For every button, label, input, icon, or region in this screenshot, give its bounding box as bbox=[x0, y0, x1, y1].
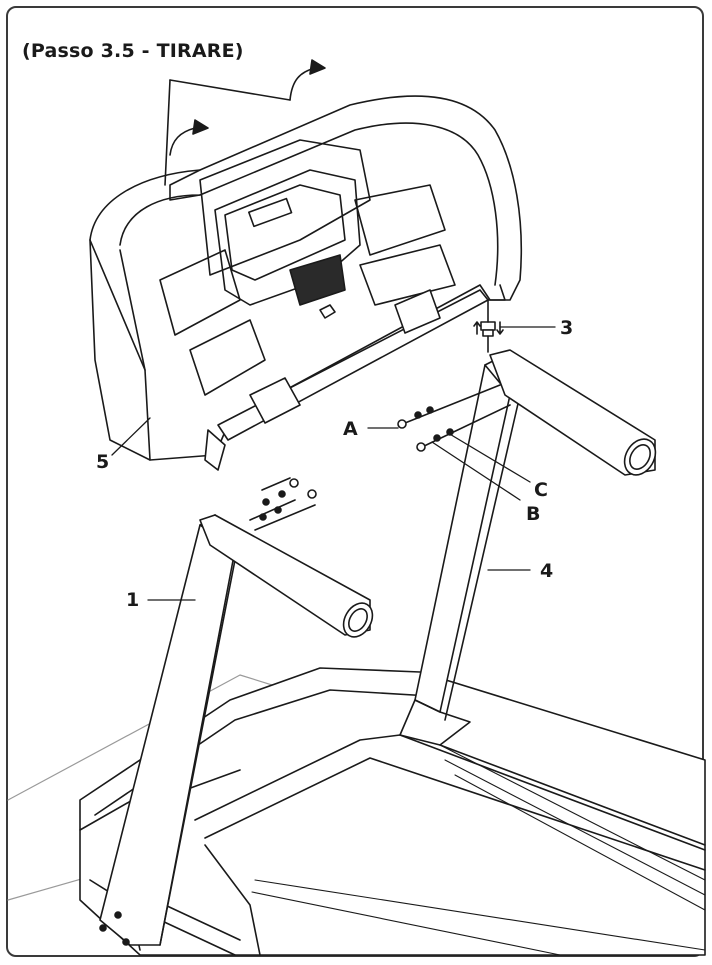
callout-part-1: 1 bbox=[126, 589, 139, 611]
callout-hardware-c: C bbox=[534, 479, 548, 501]
callout-hardware-b: B bbox=[526, 503, 540, 525]
callout-hardware-a: A bbox=[343, 418, 358, 440]
callout-part-5: 5 bbox=[96, 451, 109, 473]
leader-lines bbox=[111, 326, 556, 601]
handlebar-grip-left bbox=[199, 514, 374, 638]
treadmill-base bbox=[79, 667, 706, 956]
step-title: (Passo 3.5 - TIRARE) bbox=[22, 40, 244, 62]
console-assembly bbox=[89, 95, 523, 471]
callout-part-3: 3 bbox=[560, 317, 573, 339]
pull-arrows bbox=[164, 59, 326, 186]
handlebar-grip-right bbox=[489, 349, 657, 476]
wire-connector bbox=[473, 299, 504, 353]
hardware-bolts bbox=[249, 384, 511, 531]
callout-part-4: 4 bbox=[540, 560, 553, 582]
